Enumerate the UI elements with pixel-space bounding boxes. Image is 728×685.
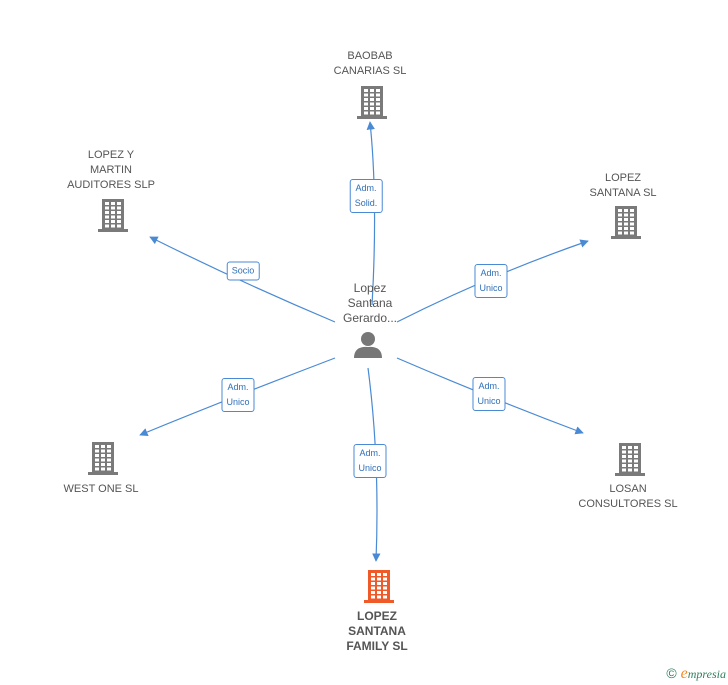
edge-label-lopez-martin[interactable]: Socio: [226, 261, 260, 281]
center-node-label[interactable]: Lopez Santana Gerardo...: [342, 281, 398, 325]
building-icon[interactable]: [357, 86, 387, 119]
edge-label-lopez-santana-family[interactable]: Adm. Unico: [353, 444, 387, 478]
edge-lopez-martin: [149, 236, 336, 323]
edge-label-lopez-santana[interactable]: Adm. Unico: [474, 264, 508, 298]
brand-name: mpresia: [687, 667, 726, 681]
brand-initial: e: [680, 665, 688, 682]
footer-brand[interactable]: ©empresia: [666, 665, 726, 683]
edge-label-baobab[interactable]: Adm. Solid.: [349, 179, 383, 213]
node-label-baobab[interactable]: BAOBAB CANARIAS SL: [333, 50, 407, 77]
building-icon[interactable]: [98, 199, 128, 232]
building-icon[interactable]: [615, 443, 645, 476]
edge-label-west-one[interactable]: Adm. Unico: [221, 378, 255, 412]
node-label-lopez-martin[interactable]: LOPEZ Y MARTIN AUDITORES SLP: [67, 149, 155, 191]
edge-label-losan[interactable]: Adm. Unico: [472, 377, 506, 411]
copyright-symbol: ©: [666, 665, 677, 681]
building-icon[interactable]: [611, 206, 641, 239]
node-label-losan[interactable]: LOSAN CONSULTORES SL: [578, 483, 678, 510]
building-icon[interactable]: [364, 570, 394, 603]
node-label-west-one[interactable]: WEST ONE SL: [63, 483, 139, 495]
person-icon[interactable]: [354, 332, 382, 358]
node-label-lopez-santana-family[interactable]: LOPEZ SANTANA FAMILY SL: [346, 609, 408, 653]
edge-baobab: [366, 121, 376, 306]
node-label-lopez-santana[interactable]: LOPEZ SANTANA SL: [589, 172, 657, 199]
building-icon[interactable]: [88, 442, 118, 475]
